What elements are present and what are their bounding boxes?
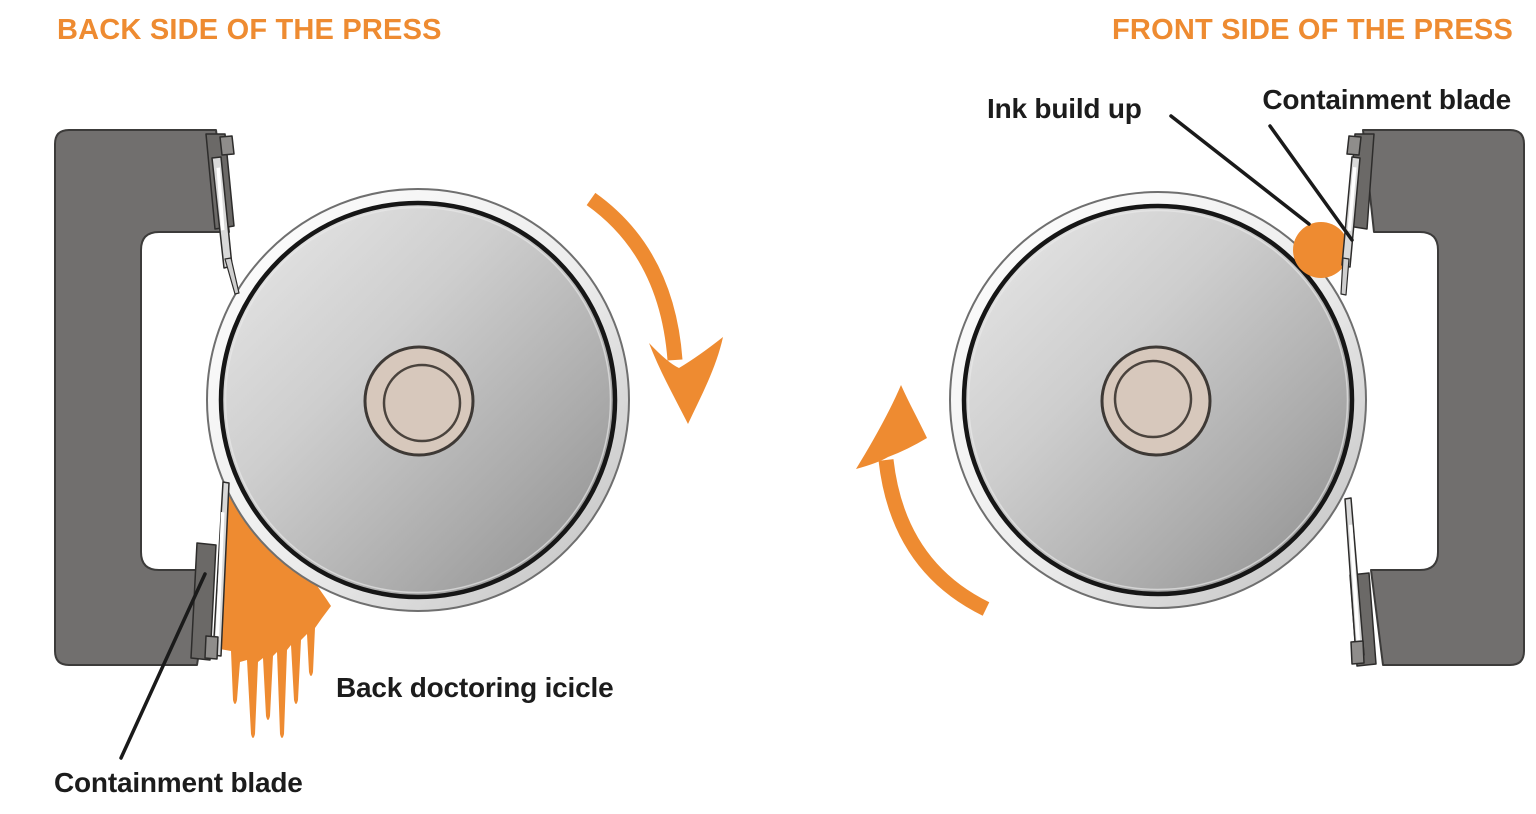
front-blade-pointer-line [1268, 124, 1354, 242]
front-containment-blade-label: Containment blade [1262, 84, 1511, 115]
front-side-heading: FRONT SIDE OF THE PRESS [1112, 14, 1513, 46]
ink-build-up-label: Ink build up [987, 93, 1142, 124]
back-containment-blade-label: Containment blade [54, 767, 303, 798]
back-press-diagram [54, 129, 723, 760]
back-drum [206, 188, 630, 612]
back-doctoring-icicle-label: Back doctoring icicle [336, 672, 614, 703]
front-drum-inner-highlight [967, 209, 1349, 591]
rotation-arrow-counterclockwise-icon [856, 385, 990, 616]
back-blade-pointer-line [119, 572, 207, 760]
blade-tip [224, 257, 240, 295]
back-drum-inner-highlight [224, 206, 612, 594]
front-drum [949, 191, 1367, 609]
blade-bolt [1350, 640, 1365, 665]
blade-slot [1349, 524, 1360, 641]
arrow-shaft [586, 192, 683, 361]
blade-bolt [219, 135, 235, 156]
back-drum-hub-ring [382, 363, 462, 443]
front-top-blade-assembly [1340, 133, 1375, 296]
blade-holder [190, 542, 217, 661]
front-press-frame [1362, 129, 1525, 666]
blade-slot [1347, 167, 1357, 231]
arrow-shaft [878, 459, 990, 616]
blade-slot [215, 512, 225, 640]
blade-tip [1340, 257, 1350, 296]
ink-buildup-pointer-line [1169, 114, 1311, 226]
back-doctoring-icicle-shape [214, 489, 331, 738]
front-press-diagram [856, 114, 1525, 667]
blade-slot [216, 167, 225, 231]
front-drum-hub-ring [1113, 359, 1193, 439]
ink-buildup-blob [1293, 222, 1349, 278]
back-drum-hub [363, 345, 475, 457]
back-side-heading: BACK SIDE OF THE PRESS [57, 14, 442, 46]
front-drum-hub [1100, 345, 1212, 457]
front-bottom-blade-assembly [1344, 497, 1377, 667]
arrow-head [649, 337, 723, 424]
back-top-blade-assembly [205, 133, 240, 295]
blade-bolt [1346, 135, 1362, 156]
arrow-head [856, 385, 927, 469]
back-press-frame [54, 129, 230, 666]
blade-bolt [204, 635, 219, 660]
back-bottom-blade-assembly [190, 481, 230, 661]
rotation-arrow-clockwise-icon [586, 192, 723, 424]
